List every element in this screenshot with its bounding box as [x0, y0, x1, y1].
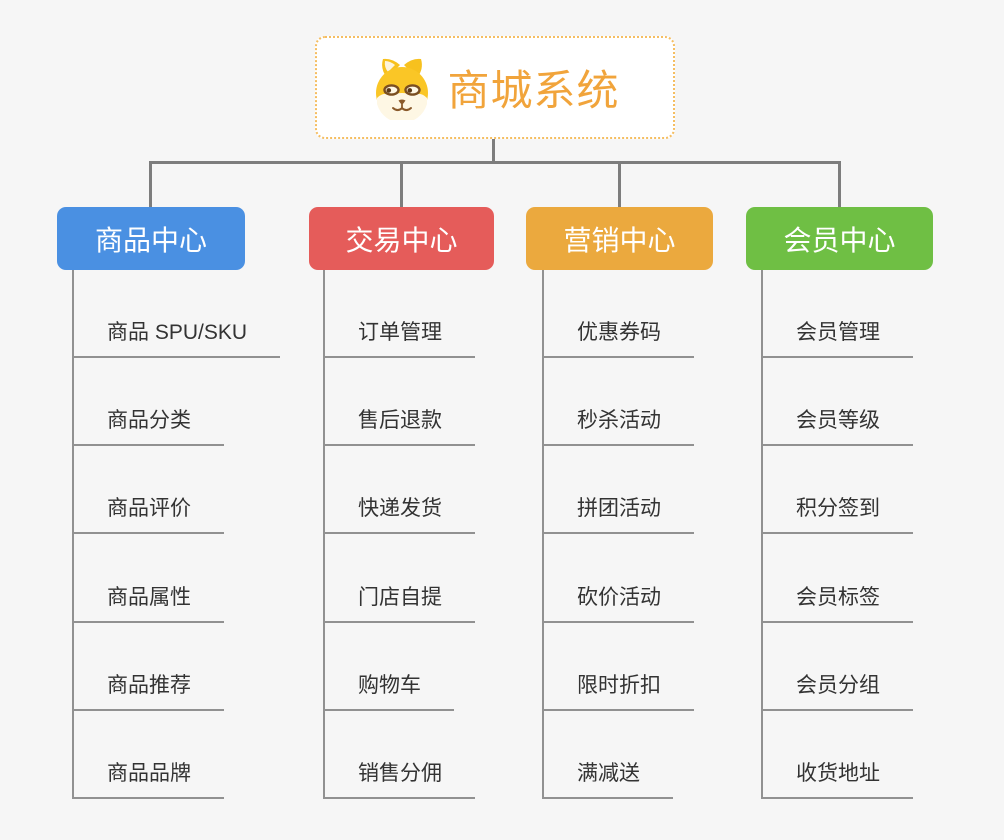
- child-node[interactable]: 收货地址: [763, 757, 913, 799]
- child-node[interactable]: 商品 SPU/SKU: [74, 316, 281, 359]
- child-node[interactable]: 购物车: [325, 669, 454, 711]
- branch-children-column: 订单管理售后退款快递发货门店自提购物车销售分佣: [323, 270, 475, 799]
- child-slot: 门店自提: [325, 534, 475, 623]
- child-slot: 商品推荐: [74, 623, 280, 711]
- child-node[interactable]: 订单管理: [325, 316, 475, 359]
- child-node[interactable]: 砍价活动: [544, 581, 694, 623]
- root-node[interactable]: 商城系统: [315, 36, 675, 139]
- branch-node-4[interactable]: 会员中心: [746, 207, 933, 270]
- dog-face-icon: [370, 56, 434, 120]
- branch-label: 交易中心: [345, 224, 458, 256]
- child-slot: 商品属性: [74, 534, 280, 623]
- child-node[interactable]: 快递发货: [325, 492, 475, 535]
- child-node[interactable]: 会员标签: [763, 581, 913, 623]
- child-node[interactable]: 会员等级: [763, 404, 913, 447]
- child-node[interactable]: 会员管理: [763, 316, 913, 359]
- child-slot: 商品品牌: [74, 711, 280, 799]
- child-node[interactable]: 商品分类: [74, 404, 224, 447]
- child-node[interactable]: 积分签到: [763, 492, 913, 535]
- child-slot: 会员标签: [763, 534, 913, 623]
- child-node[interactable]: 商品推荐: [74, 669, 224, 711]
- child-node[interactable]: 门店自提: [325, 581, 475, 623]
- child-slot: 优惠券码: [544, 270, 694, 359]
- child-slot: 积分签到: [763, 446, 913, 535]
- child-slot: 订单管理: [325, 270, 475, 359]
- child-slot: 会员等级: [763, 358, 913, 447]
- branch-label: 商品中心: [94, 224, 207, 256]
- root-title: 商城系统: [447, 67, 620, 114]
- child-node[interactable]: 会员分组: [763, 669, 913, 711]
- child-slot: 会员分组: [763, 623, 913, 711]
- child-slot: 售后退款: [325, 358, 475, 447]
- child-slot: 砍价活动: [544, 534, 694, 623]
- child-slot: 会员管理: [763, 270, 913, 359]
- branch-label: 会员中心: [783, 224, 896, 256]
- child-slot: 收货地址: [763, 711, 913, 799]
- branch-node-2[interactable]: 交易中心: [309, 207, 494, 270]
- connector-horizontal: [149, 161, 841, 164]
- child-node[interactable]: 秒杀活动: [544, 404, 694, 447]
- branch-label: 营销中心: [563, 224, 676, 256]
- connector-drop-3: [618, 161, 621, 207]
- child-node[interactable]: 商品属性: [74, 581, 224, 623]
- child-slot: 商品分类: [74, 358, 280, 447]
- connector-root-stem: [492, 139, 495, 164]
- branch-children-column: 商品 SPU/SKU 商品分类商品评价商品属性商品推荐商品品牌: [72, 270, 281, 799]
- branch-children-column: 会员管理会员等级积分签到会员标签会员分组收货地址: [761, 270, 913, 799]
- child-node[interactable]: 商品评价: [74, 492, 224, 535]
- child-slot: 秒杀活动: [544, 358, 694, 447]
- child-slot: 限时折扣: [544, 623, 694, 711]
- connector-drop-4: [838, 161, 841, 207]
- child-node[interactable]: 商品品牌: [74, 757, 224, 799]
- child-slot: 商品 SPU/SKU: [74, 270, 281, 359]
- child-slot: 快递发货: [325, 446, 475, 535]
- child-slot: 商品评价: [74, 446, 280, 535]
- child-slot: 销售分佣: [325, 711, 475, 799]
- branch-node-1[interactable]: 商品中心: [57, 207, 245, 270]
- child-slot: 满减送: [544, 711, 694, 799]
- connector-drop-2: [400, 161, 403, 207]
- child-slot: 拼团活动: [544, 446, 694, 535]
- child-node[interactable]: 拼团活动: [544, 492, 694, 535]
- branch-children-column: 优惠券码秒杀活动拼团活动砍价活动限时折扣满减送: [542, 270, 694, 799]
- child-node[interactable]: 销售分佣: [325, 757, 475, 799]
- child-node[interactable]: 限时折扣: [544, 669, 694, 711]
- connector-drop-1: [149, 161, 152, 207]
- child-node[interactable]: 满减送: [544, 757, 673, 799]
- child-slot: 购物车: [325, 623, 475, 711]
- child-node[interactable]: 优惠券码: [544, 316, 694, 359]
- branch-node-3[interactable]: 营销中心: [526, 207, 713, 270]
- child-node[interactable]: 售后退款: [325, 404, 475, 447]
